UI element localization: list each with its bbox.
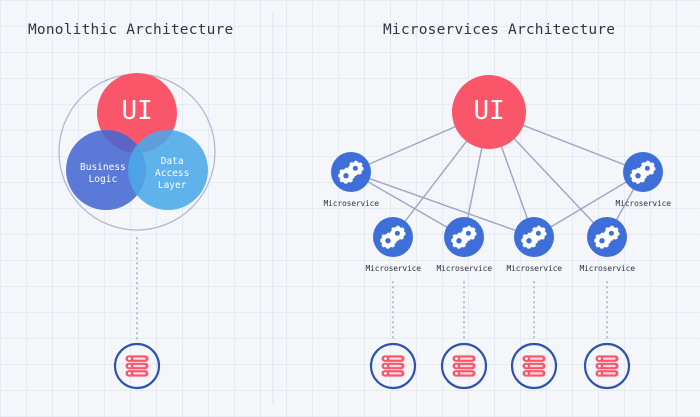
database-nodes — [113, 342, 631, 390]
venn-circle-data-access-layer[interactable] — [128, 130, 208, 210]
monolith-database-1[interactable] — [113, 342, 161, 390]
database-ring — [583, 342, 631, 390]
service-nodes — [331, 75, 663, 257]
ui-hub-label: UI — [473, 96, 505, 126]
edge-ms-6-to-ms-4 — [533, 171, 644, 238]
service-node-ms-3[interactable] — [444, 217, 484, 257]
service-node-ms-6[interactable] — [623, 152, 663, 192]
service-label-ms-6: Microservice — [615, 199, 672, 208]
database-ring — [440, 342, 488, 390]
database-stack-icon — [522, 355, 546, 377]
edge-ms-1-to-ms-3 — [350, 171, 465, 238]
service-label-ms-5: Microservice — [579, 264, 636, 273]
microservice-database-1[interactable] — [369, 342, 417, 390]
service-node-ms-4[interactable] — [514, 217, 554, 257]
edge-ms-1-to-ms-4 — [350, 171, 535, 238]
venn-label-ui: UI — [121, 96, 153, 126]
service-label-ms-2: Microservice — [365, 264, 422, 273]
monolith-group — [58, 73, 216, 231]
page-title-monolithic: Monolithic Architecture — [28, 22, 234, 38]
service-label-ms-1: Microservice — [323, 199, 380, 208]
ui-hub-node[interactable] — [452, 75, 526, 149]
microservice-database-2[interactable] — [440, 342, 488, 390]
service-node-ms-1[interactable] — [331, 152, 371, 192]
venn-circle-business-logic[interactable] — [66, 130, 146, 210]
page-title-microservices: Microservices Architecture — [383, 22, 616, 38]
database-stack-icon — [595, 355, 619, 377]
service-node-ms-5[interactable] — [587, 217, 627, 257]
database-ring — [510, 342, 558, 390]
database-stack-icon — [452, 355, 476, 377]
service-node-ms-2[interactable] — [373, 217, 413, 257]
database-stack-icon — [381, 355, 405, 377]
database-ring — [369, 342, 417, 390]
service-label-ms-4: Microservice — [506, 264, 563, 273]
dotted-connectors — [136, 237, 608, 341]
database-stack-icon — [125, 355, 149, 377]
database-ring — [113, 342, 161, 390]
service-label-ms-3: Microservice — [436, 264, 493, 273]
microservice-database-4[interactable] — [583, 342, 631, 390]
microservice-database-3[interactable] — [510, 342, 558, 390]
